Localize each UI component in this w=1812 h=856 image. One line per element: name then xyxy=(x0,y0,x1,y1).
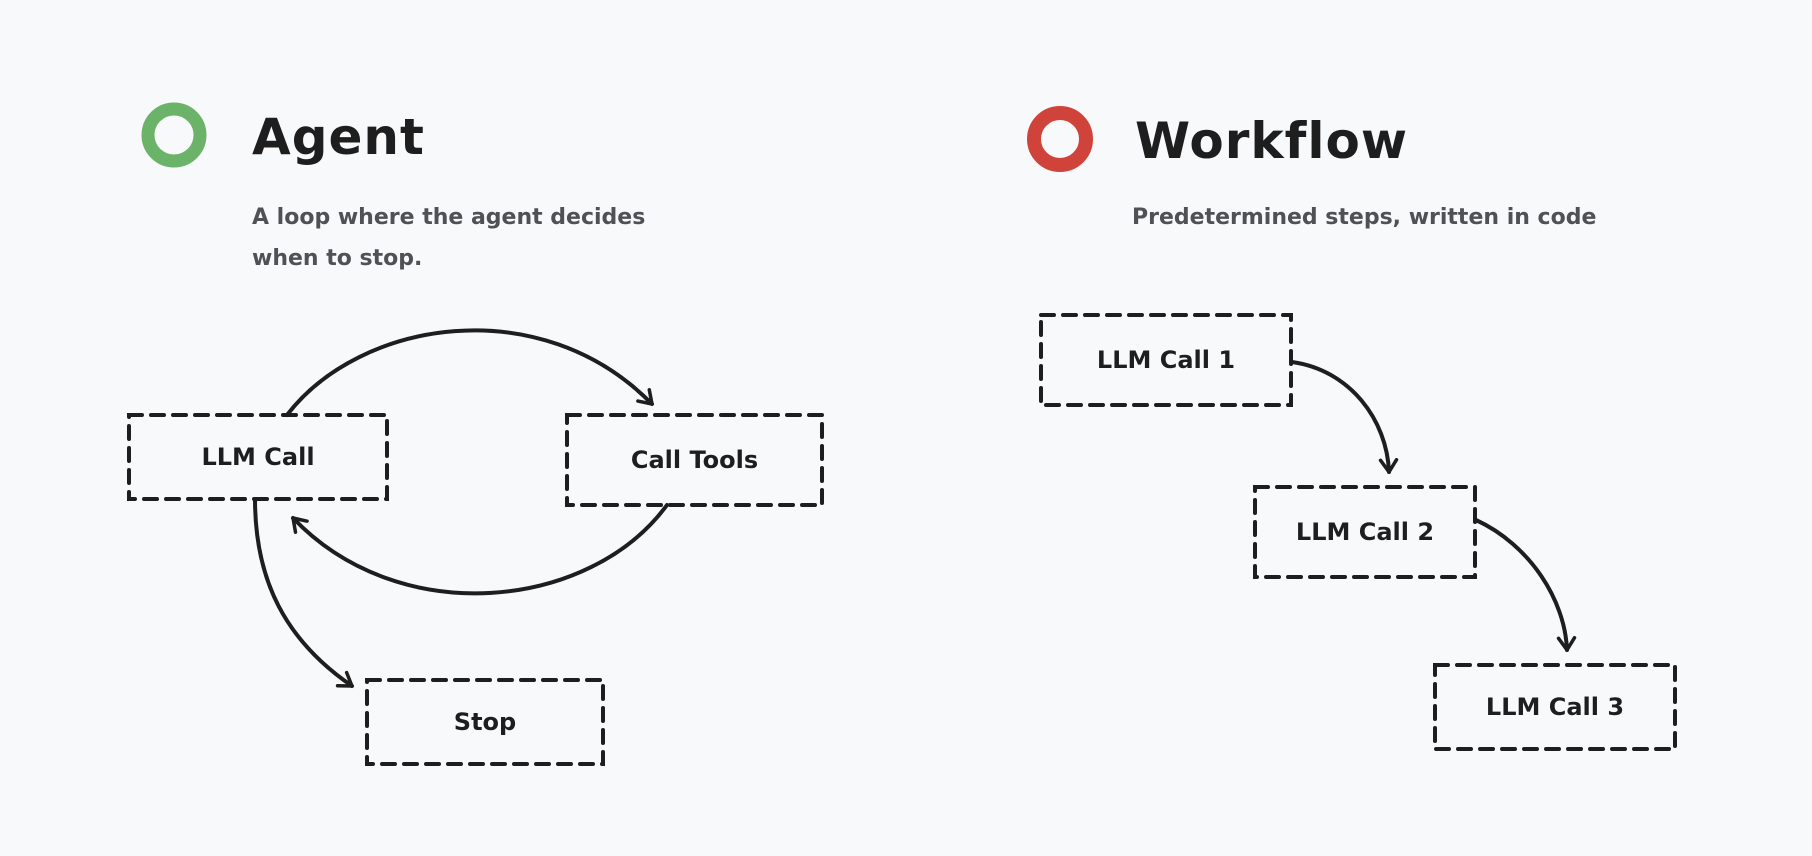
workflow-node-1: LLM Call 1 xyxy=(1096,346,1236,374)
arrow-llm-to-tools xyxy=(285,328,654,417)
workflow-subtitle: Predetermined steps, written in code xyxy=(1132,205,1597,230)
agent-subtitle: A loop where the agent decides when to s… xyxy=(252,197,645,279)
workflow-status-circle-icon xyxy=(1027,106,1093,172)
arrow-llm-to-stop xyxy=(253,497,354,688)
workflow-node-3: LLM Call 3 xyxy=(1485,693,1625,721)
workflow-node-3-border xyxy=(1433,663,1677,751)
workflow-node-2: LLM Call 2 xyxy=(1295,518,1435,546)
agent-node-call-tools-border xyxy=(565,413,824,507)
workflow-node-2-border xyxy=(1253,485,1477,579)
arrow-step1-to-step2 xyxy=(1290,360,1399,474)
workflow-title: Workflow xyxy=(1135,112,1409,170)
agent-title: Agent xyxy=(252,108,425,166)
agent-node-call-tools: Call Tools xyxy=(630,446,759,474)
workflow-node-1-border xyxy=(1039,313,1293,407)
agent-node-llm-call-border xyxy=(127,413,389,501)
agent-subtitle-line-1: A loop where the agent decides xyxy=(252,205,646,230)
agent-node-stop: Stop xyxy=(453,708,517,736)
arrow-step2-to-step3 xyxy=(1474,518,1577,652)
agent-node-stop-border xyxy=(365,678,605,766)
arrow-tools-to-llm xyxy=(291,503,669,596)
agent-status-circle-icon xyxy=(141,102,207,168)
agent-node-llm-call: LLM Call xyxy=(201,443,315,471)
agent-subtitle-line-2: when to stop. xyxy=(252,246,423,271)
